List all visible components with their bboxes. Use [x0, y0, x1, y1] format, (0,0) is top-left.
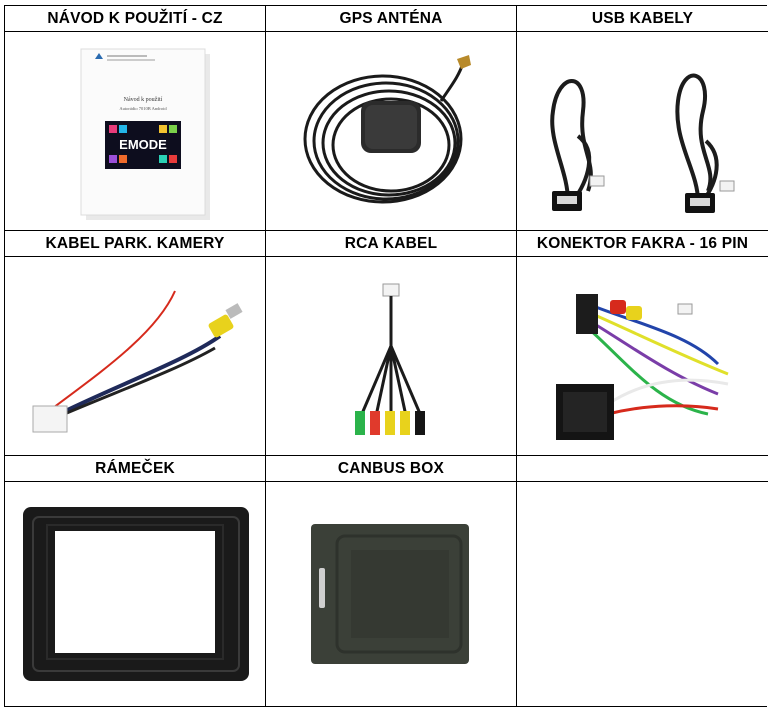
manual-image-cell: Návod k použití Autorádio 7010B Android … — [5, 32, 266, 231]
canbus-image-cell — [266, 482, 517, 706]
camera-cable-image-cell — [5, 257, 266, 456]
header-camera-cable: KABEL PARK. KAMERY — [5, 231, 266, 257]
brand-logo-icon — [95, 53, 103, 59]
fakra-image-cell — [517, 257, 768, 456]
gps-antenna-image — [303, 55, 471, 204]
header-usb-cables: USB KABELY — [517, 6, 768, 32]
header-canbus-box: CANBUS BOX — [266, 456, 517, 482]
manual-title: Návod k použití — [124, 97, 163, 103]
header-frame: RÁMEČEK — [5, 456, 266, 482]
header-manual: NÁVOD K POUŽITÍ - CZ — [5, 6, 266, 32]
header-fakra-connector: KONEKTOR FAKRA - 16 PIN — [517, 231, 768, 257]
canbus-box-image — [311, 524, 469, 664]
manual-booklet-image: Návod k použití Autorádio 7010B Android … — [80, 48, 210, 220]
fakra-connector-image — [555, 293, 729, 440]
frame-image-cell — [5, 482, 266, 706]
rca-cable-image-cell — [266, 257, 517, 456]
rca-cable-image — [355, 283, 425, 435]
header-rca-cable: RCA KABEL — [266, 231, 517, 257]
header-gps-antenna: GPS ANTÉNA — [266, 6, 517, 32]
usb-cables-image — [549, 73, 734, 213]
camera-cable-image — [32, 290, 243, 433]
gps-image-cell — [266, 32, 517, 231]
manual-subtitle: Autorádio 7010B Android — [119, 106, 167, 111]
manual-logo: EMODE — [119, 137, 167, 152]
header-empty — [517, 456, 768, 482]
accessories-table: NÁVOD K POUŽITÍ - CZ GPS ANTÉNA USB KABE… — [4, 5, 768, 707]
usb-image-cell — [517, 32, 768, 231]
empty-image-cell — [517, 482, 768, 706]
frame-image — [23, 507, 249, 681]
